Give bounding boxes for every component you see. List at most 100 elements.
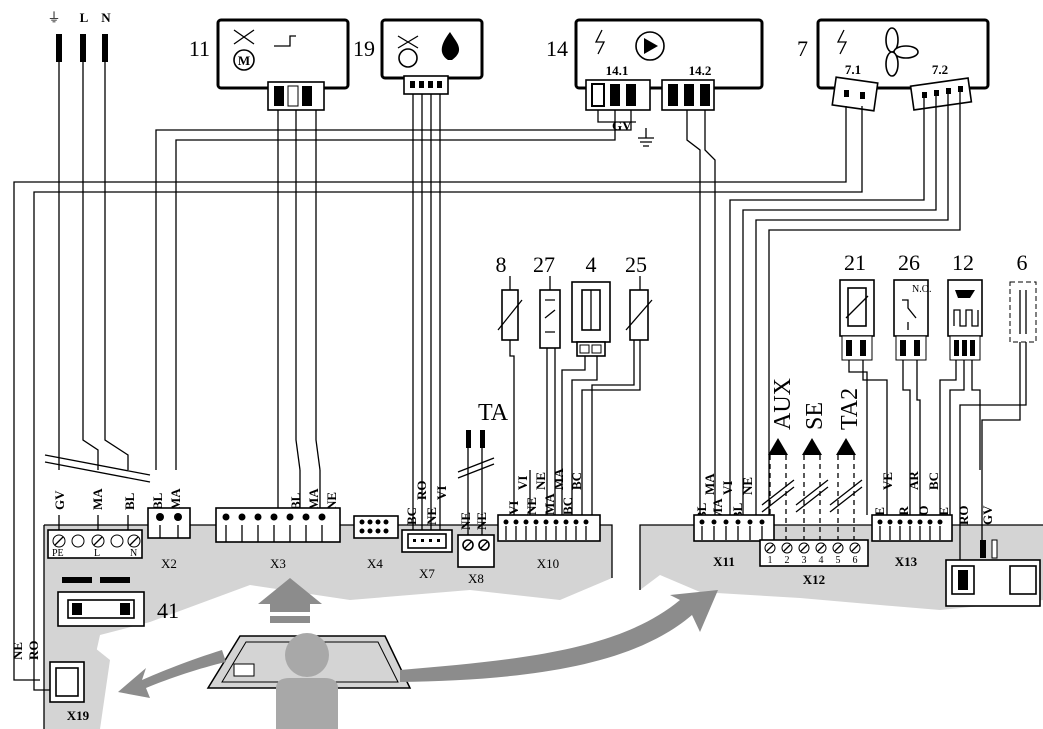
component-19-label: 19 (353, 36, 375, 61)
wire-x8-ne-1: NE (458, 512, 473, 530)
wire-x3-ma: MA (306, 488, 321, 510)
wire-x19-ne: NE (10, 642, 25, 660)
room-thermostat-ta: TA (457, 400, 509, 479)
sensor-group-right: 21 26 12 6 N.O. (839, 250, 1037, 470)
wire-x2-bl: BL (150, 492, 165, 510)
connector-x10-label: X10 (537, 556, 559, 571)
component-11-diverter-valve: 11 M (189, 18, 350, 471)
connector-x19-label: X19 (67, 708, 90, 723)
terminal-n-mark: N (130, 548, 137, 559)
arrow-left-icon (118, 650, 226, 698)
connector-x19: X19 (49, 661, 90, 723)
terminal-l-mark: L (94, 548, 100, 559)
connector-x13-label: X13 (895, 554, 918, 569)
component-27-label: 27 (533, 252, 555, 277)
connector-x12: 1 2 3 4 5 6 X12 (759, 539, 869, 587)
component-12-label: 12 (952, 250, 974, 275)
optional-inputs: AUX SE TA2 (761, 378, 863, 545)
normally-open-label: N.O. (912, 284, 931, 295)
connector-x12-label: X12 (803, 572, 825, 587)
component-6-label: 6 (1017, 250, 1028, 275)
x12-terminal-5: 5 (836, 555, 841, 566)
terminal-block-x1: PE L N (47, 529, 143, 559)
ta2-label: TA2 (837, 388, 863, 430)
wire-x10-ne-2: NE (533, 472, 548, 490)
fan-connector-7-1-label: 7.1 (845, 62, 861, 77)
mains-input: ⏚ L N (44, 10, 151, 483)
connector-x8: X8 (457, 534, 495, 586)
connector-x2-label: X2 (161, 556, 177, 571)
wire-x1-bl: BL (122, 492, 137, 510)
ta-label: TA (478, 400, 509, 426)
arrow-right-curve-icon (400, 590, 718, 682)
wire-x10-bc-2: BC (569, 472, 584, 490)
component-19-gas-valve: 19 (353, 18, 484, 470)
wire-x11-vi: VI (720, 481, 735, 495)
connector-x14 (945, 539, 1041, 607)
aux-label: AUX (770, 378, 796, 430)
connector-x7: X7 (401, 529, 453, 581)
component-41-label: 41 (157, 598, 179, 623)
wire-x1-gv: GV (52, 490, 67, 510)
connector-x10: X10 (497, 514, 601, 571)
wire-x13-ar-2: AR (906, 471, 921, 490)
wire-x10-ne-1: NE (524, 497, 539, 515)
wire-x10-bc-1: BC (560, 497, 575, 515)
component-26-label: 26 (898, 250, 920, 275)
connector-x3-label: X3 (270, 556, 286, 571)
svg-text:M: M (238, 53, 250, 68)
earth-symbol-icon: ⏚ (47, 10, 60, 25)
se-label: SE (802, 402, 828, 430)
wire-x10-ma-2: MA (551, 468, 566, 490)
wire-x7-bc: BC (404, 507, 419, 525)
component-4-label: 4 (586, 252, 597, 277)
wire-x14-ro: RO (956, 506, 971, 526)
fuse-41: 41 (57, 577, 179, 627)
pump-connector-14-1-label: 14.1 (606, 63, 629, 78)
wire-x10-vi-2: VI (515, 476, 530, 490)
connector-x13: X13 (871, 514, 953, 569)
arrow-up-icon (258, 578, 322, 623)
connector-x2: X2 (147, 507, 191, 571)
mains-live-label: L (80, 10, 89, 25)
wire-x19-ro: RO (26, 641, 41, 661)
mains-neutral-label: N (101, 10, 111, 25)
component-14-label: 14 (546, 36, 568, 61)
wire-x3-ne: NE (324, 492, 339, 510)
wire-x3-bl: BL (288, 492, 303, 510)
component-7-label: 7 (797, 36, 808, 61)
connector-x7-label: X7 (419, 566, 435, 581)
component-7-fan: 7 7.1 7.2 (13, 18, 990, 681)
connector-x11-label: X11 (713, 554, 735, 569)
connector-x3: X3 (215, 507, 341, 571)
pump-connector-14-2-label: 14.2 (689, 63, 712, 78)
x12-terminal-4: 4 (819, 555, 824, 566)
x12-terminal-3: 3 (802, 555, 807, 566)
x12-terminal-1: 1 (768, 555, 773, 566)
connector-x11: X11 (693, 514, 775, 569)
main-board-right (640, 525, 1043, 610)
component-14-pump: 14 14.1 14.2 GV (155, 18, 764, 470)
component-25-label: 25 (625, 252, 647, 277)
wire-x1-ma: MA (90, 488, 105, 510)
wire-x2-ma: MA (168, 488, 183, 510)
wire-x11-ma-1: MA (702, 473, 717, 495)
fan-connector-7-2-label: 7.2 (932, 62, 948, 77)
sensor-group-left: 8 27 4 25 (496, 252, 653, 470)
component-8-label: 8 (496, 252, 507, 277)
wire-x13-bc: BC (926, 472, 941, 490)
x12-terminal-6: 6 (853, 555, 858, 566)
terminal-pe-mark: PE (52, 548, 64, 559)
connector-x4-label: X4 (367, 556, 383, 571)
component-21-label: 21 (844, 250, 866, 275)
wire-x10-ma-1: MA (542, 493, 557, 515)
connector-x8-label: X8 (468, 571, 484, 586)
wire-x11-ne: NE (740, 477, 755, 495)
user-figure-icon (276, 633, 338, 729)
component-11-label: 11 (189, 36, 210, 61)
wire-x7-vi: VI (434, 486, 449, 500)
x12-terminal-2: 2 (785, 555, 790, 566)
connector-x4: X4 (353, 515, 399, 571)
